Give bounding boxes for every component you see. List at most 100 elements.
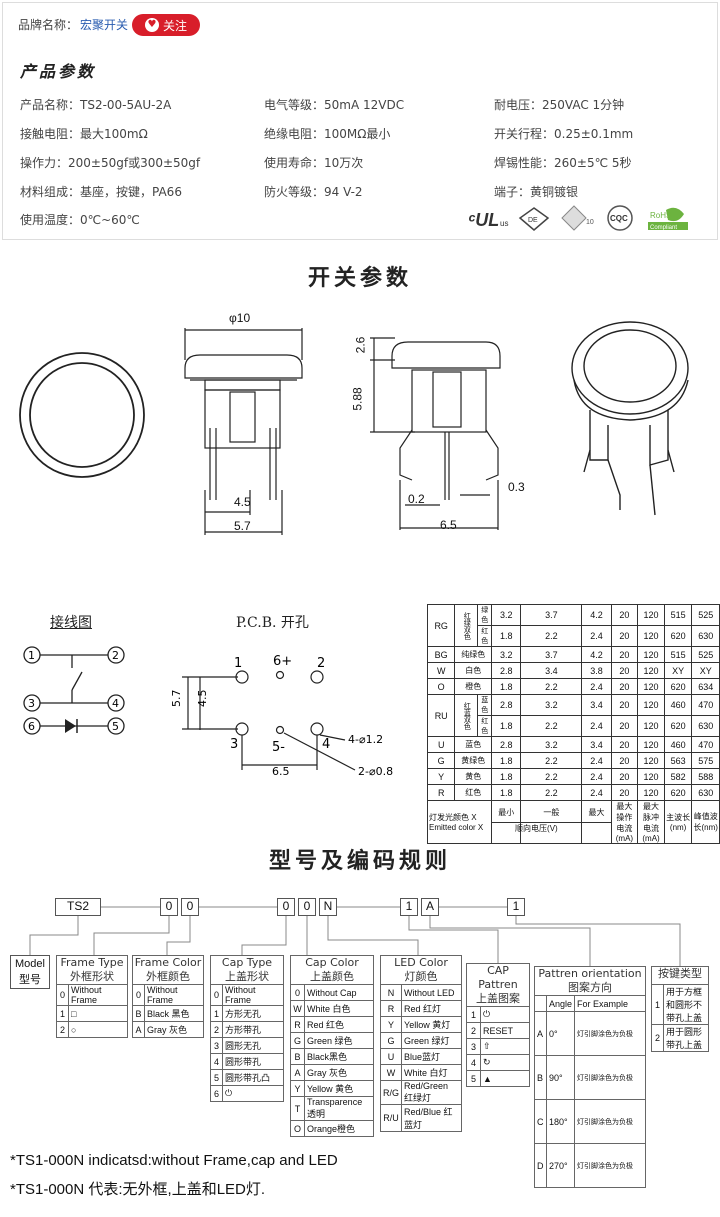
pcb-pin: 2 [317,656,325,671]
option-row: 3⇧ [466,1038,530,1055]
button-type-header: 按键类型 [651,966,709,984]
orientation-code: A [534,1011,547,1056]
led-value-cell: 20 [610,646,639,663]
led-value-cell: 2.2 [520,768,583,785]
option-label: Red/Green 红绿灯 [401,1080,462,1105]
option-label: ⏻ [480,1006,530,1023]
led-value-cell: 2.8 [491,662,522,679]
param-item: 端子：黄铜镀银 [494,185,579,199]
option-code: B [290,1048,305,1065]
led-footer-if: 最大操作电流(mA) [610,800,639,844]
option-code: 0 [290,984,305,1001]
led-color-code: O [426,678,456,695]
led-value-cell: 620 [663,784,693,801]
code-box: 0 [277,898,295,916]
led-value-cell: 470 [691,736,720,753]
orientation-angle: 180° [545,1099,576,1144]
option-code: R [379,1000,403,1017]
follow-button[interactable]: ♥ 关注 [132,14,200,36]
switch-drawing [19,321,689,535]
led-value-cell: 3.4 [581,694,612,716]
led-value-cell: 120 [637,736,665,753]
option-label: Without Cap [304,984,374,1001]
led-value-cell: 2.2 [520,715,583,737]
model-title: Model [15,958,45,970]
led-value-cell: 20 [610,662,639,679]
param-item: 耐电压：250VAC 1分钟 [494,98,625,112]
led-footer-color-en: Emitted color X [429,823,484,832]
code-box: 1 [400,898,418,916]
option-label: Orange橙色 [304,1120,374,1137]
led-value-cell: 2.4 [581,625,612,647]
svg-text:Compliant: Compliant [650,225,677,231]
led-color-code: BG [426,646,456,663]
option-code: 3 [210,1037,223,1054]
option-code: W [379,1064,403,1081]
option-code: R/U [379,1104,403,1132]
orientation-angle: 0° [545,1011,576,1056]
pcb-pin: 3 [230,737,238,752]
led-value-cell: 20 [610,604,639,626]
led-value-cell: 3.7 [520,646,583,663]
led-value-cell: 120 [637,768,665,785]
option-row: 5▲ [466,1070,530,1087]
brand-link[interactable]: 宏聚开关 [80,18,129,32]
option-code: 2 [210,1021,223,1038]
led-value-cell: 1.8 [491,678,522,695]
code-box: 0 [181,898,199,916]
led-color-name: 红色 [477,625,493,647]
param-item: 防火等级：94 V-2 [264,185,363,199]
code-box: 1 [507,898,525,916]
wiring-pin: 3 [28,697,35,710]
option-code: 0 [132,984,145,1006]
dim-0-2: 0.2 [408,492,425,506]
led-value-cell: 630 [691,715,720,737]
orientation-angle: 270° [545,1143,576,1188]
option-label: ⇧ [480,1038,530,1055]
led-color-name: 黄色 [454,768,493,785]
led-value-cell: 120 [637,662,665,679]
option-label: Without Frame [68,984,128,1006]
param-item: 接触电阻：最大100mΩ [20,127,148,141]
led-color-name: 蓝色 [454,736,493,753]
enec-logo: 10 [561,205,594,231]
option-label: Black 黑色 [144,1005,204,1022]
led-value-cell: 575 [691,752,720,769]
option-code: 1 [56,1005,69,1022]
side-view [370,337,501,530]
code-box: A [421,898,439,916]
brand-row: 品牌名称： 宏聚开关 [18,16,128,33]
option-code: Y [379,1016,403,1033]
led-color-name: 红色 [477,715,493,737]
orientation-example: 灯引脚涂色为负极 [574,1055,646,1100]
pcb-dim: 5.7 [170,690,183,708]
pcb-pin: 1 [234,656,242,671]
led-value-cell: 3.8 [581,662,612,679]
option-label: 用于圆形带孔上盖 [663,1024,709,1052]
code-box: 0 [298,898,316,916]
led-value-cell: 525 [691,646,720,663]
led-value-cell: 1.8 [491,752,522,769]
wiring-pin: 5 [112,720,119,733]
led-value-cell: 120 [637,625,665,647]
led-value-cell: 120 [637,678,665,695]
led-value-cell: 1.8 [491,784,522,801]
option-code: 2 [651,1024,664,1052]
led-value-cell: 2.8 [491,694,522,716]
